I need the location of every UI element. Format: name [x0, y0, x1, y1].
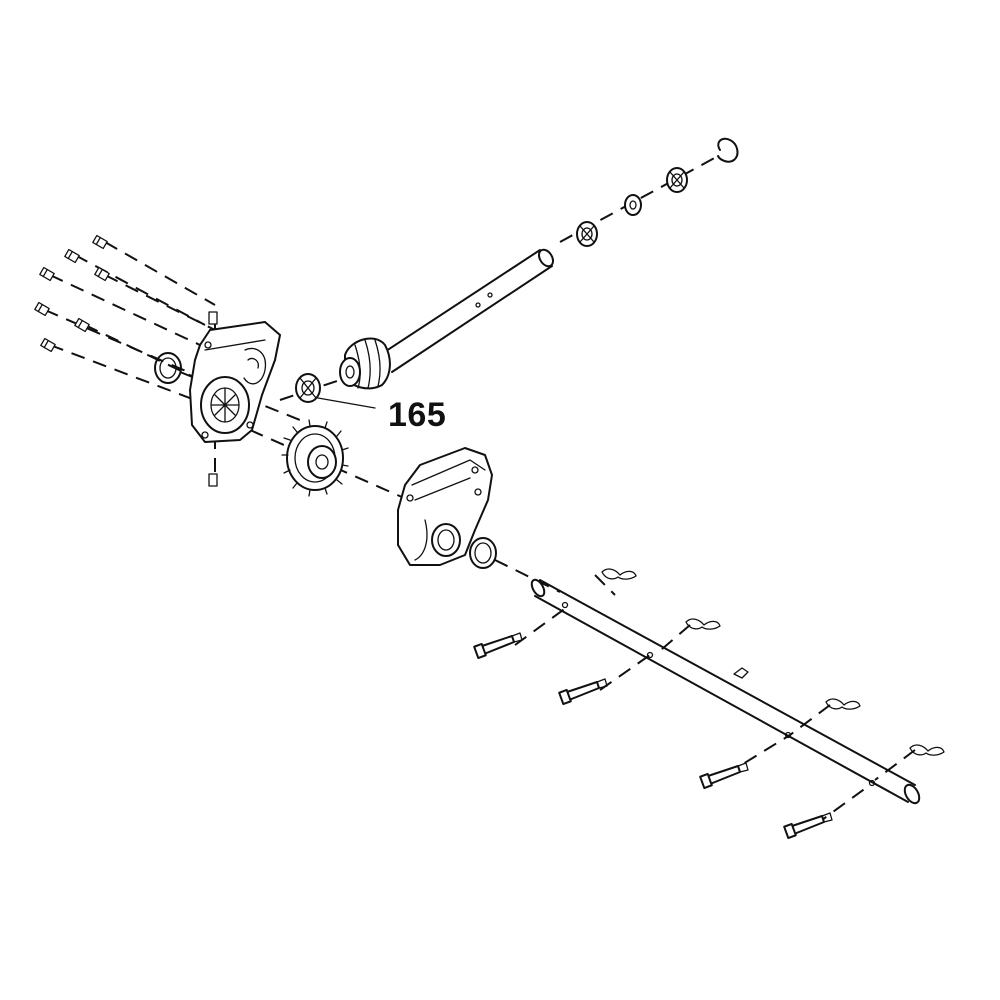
cap-screws [34, 234, 218, 487]
worm-gear [339, 337, 391, 390]
part-number-callout: 165 [388, 396, 447, 434]
auger-shaft [530, 578, 921, 805]
shaft-bearing-2 [666, 167, 688, 193]
right-gear-case-half [397, 447, 493, 566]
thrust-bearing-165 [295, 373, 376, 409]
retaining-ring-left [154, 352, 182, 384]
shear-bolt-3 [699, 762, 749, 790]
cotter-pin-4 [909, 744, 945, 756]
shaft-bearing-1 [576, 221, 598, 247]
cotter-pin-3 [825, 698, 861, 710]
worm-shaft [379, 248, 555, 373]
hair-clip [733, 667, 749, 679]
cotter-pin-1 [601, 568, 637, 580]
spur-gear [281, 419, 349, 497]
left-gear-case-half [189, 321, 281, 443]
shear-bolt-2 [558, 678, 608, 706]
snap-ring-top [717, 137, 739, 163]
cotter-pin-2 [685, 618, 721, 630]
flat-washer [624, 194, 642, 216]
shear-bolt-1 [473, 632, 523, 660]
retaining-ring-right [469, 537, 497, 569]
shear-bolt-4 [783, 812, 833, 840]
